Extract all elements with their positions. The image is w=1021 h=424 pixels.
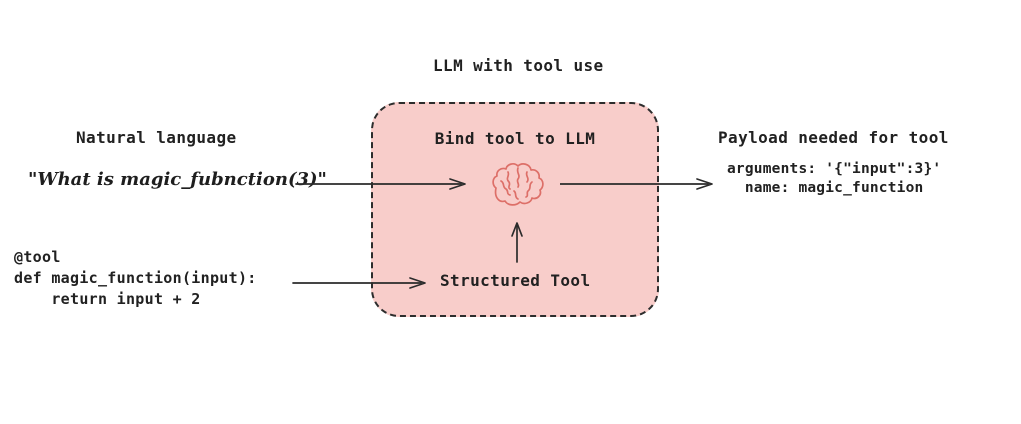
arrow-natural-language-to-llm (295, 178, 466, 190)
arrow-structured-tool-to-brain (511, 222, 523, 263)
diagram-title: LLM with tool use (433, 56, 604, 75)
brain-icon (487, 161, 547, 209)
tool-code-block: @tool def magic_function(input): return … (14, 248, 257, 308)
arrow-llm-to-payload (560, 178, 713, 190)
structured-tool-label: Structured Tool (440, 271, 591, 290)
brain-icon-svg (492, 163, 544, 206)
bind-tool-heading: Bind tool to LLM (434, 129, 596, 148)
natural-language-heading: Natural language (76, 128, 237, 147)
arrow-tool-code-to-structured-tool (292, 277, 426, 289)
payload-code-block: arguments: '{"input":3}' name: magic_fun… (727, 161, 942, 196)
payload-heading: Payload needed for tool (718, 128, 949, 147)
natural-language-quote: "What is magic_fubnction(3)" (28, 169, 327, 190)
